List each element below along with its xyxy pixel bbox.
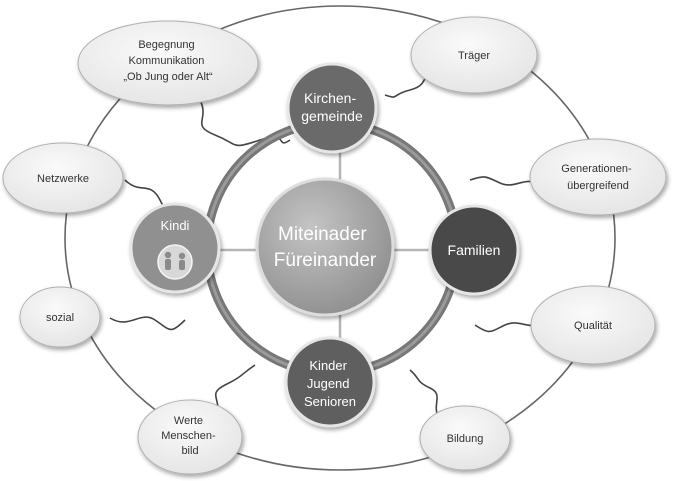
topic-traeger [410,16,538,94]
hub-kinder-jugend-senioren-label: Kinder Jugend Senioren [304,358,356,409]
topic-generationenuebergreifend [529,138,667,216]
hub-kinder-jugend-senioren [284,336,376,428]
connector-begegnung [199,99,291,147]
center-label: Miteinader Füreinander [274,224,377,271]
connector-generationen [469,176,541,186]
topic-sozial-label: sozial [46,312,74,324]
topic-traeger-label: Träger [458,50,490,62]
topic-netzwerke [2,142,124,214]
hub-kirchengemeinde-label: Kirchen- gemeinde [301,90,363,124]
topic-bildung-label: Bildung [447,433,484,445]
topic-werte-label: Werte Menschen- bild [161,415,218,457]
topic-begegnung [77,20,259,106]
center-circle [255,177,395,317]
hub-kirchengemeinde [286,62,378,154]
people-icon [157,244,193,280]
topic-qualitaet-label: Qualität [574,320,612,332]
hub-familien [428,204,520,296]
connector-sozial [109,316,186,331]
topic-netzwerke-label: Netzwerke [37,173,89,185]
hub-kindi-label: Kindi [161,218,190,233]
topic-begegnung-label: Begegnung Kommunikation „Ob Jung oder Al… [123,39,213,83]
hub-familien-label: Familien [448,242,501,258]
connector-bildung [409,369,441,421]
topic-bildung [419,405,511,471]
topic-sozial [19,286,101,348]
topic-generationenuebergreifend-label: Generationen- übergreifend [561,163,634,192]
topic-qualitaet [530,285,656,365]
topic-werte [137,399,243,475]
outer-circle [64,5,616,471]
